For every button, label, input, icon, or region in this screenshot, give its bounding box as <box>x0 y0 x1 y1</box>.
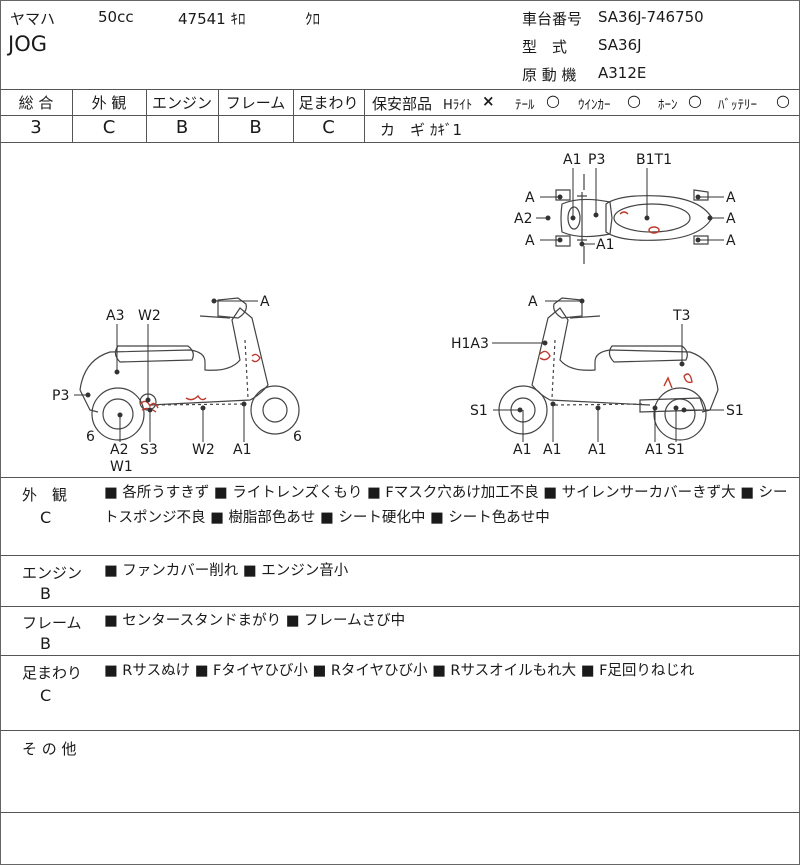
part-battery: ﾊﾞｯﾃﾘｰ <box>718 98 757 113</box>
type-value: SA36J <box>598 36 642 54</box>
section-suspension-grade: C <box>40 686 52 705</box>
section-exterior-label: 外 観 <box>22 486 68 504</box>
divider <box>0 730 800 731</box>
section-suspension-label: 足まわり <box>22 664 83 682</box>
section-engine-label: エンジン <box>22 564 83 582</box>
top-label-a2: A2 <box>514 211 532 227</box>
right-label-s1-left: S1 <box>470 403 488 419</box>
left-label-a2: A2 <box>110 442 128 458</box>
divider <box>0 115 800 116</box>
engine-label: エンジン <box>151 94 212 112</box>
section-other-label: そ の 他 <box>22 740 77 758</box>
divider <box>0 655 800 656</box>
right-label-h1a3: H1A3 <box>451 336 489 352</box>
section-frame-notes: ■ センタースタンドまがり ■ フレームさび中 <box>104 613 406 629</box>
parts-title: 保安部品 <box>372 95 433 113</box>
left-label-a3: A3 <box>106 308 124 324</box>
damage-diagram: A1 P3 B1T1 A A2 A A1 A A A A A3 W2 P3 6 … <box>52 152 744 475</box>
model-name: JOG <box>8 32 47 56</box>
top-label-a-right-3: A <box>726 233 736 249</box>
right-label-s1-right: S1 <box>726 403 744 419</box>
left-label-6-rear: 6 <box>293 429 302 445</box>
part-headlight: Hﾗｲﾄ <box>443 98 473 113</box>
top-label-p3: P3 <box>588 152 605 168</box>
part-winker: ｳｲﾝｶｰ <box>578 98 611 113</box>
overall-grade: 3 <box>30 117 42 138</box>
suspension-label: 足まわり <box>298 94 359 112</box>
type-label: 型 式 <box>522 38 568 56</box>
section-exterior-grade: C <box>40 508 52 527</box>
top-label-a-right-2: A <box>726 211 736 227</box>
left-label-w2-bottom: W2 <box>192 442 215 458</box>
left-label-p3: P3 <box>52 388 69 404</box>
section-frame-label: フレーム <box>22 614 82 632</box>
right-label-a1-3: A1 <box>588 442 606 458</box>
overall-label: 総 合 <box>18 94 54 112</box>
chassis-value: SA36J-746750 <box>598 8 704 26</box>
section-exterior-notes: ■ 各所うすきず ■ ライトレンズくもり ■ Fマスク穴あけ加工不良 ■ サイレ… <box>104 485 788 526</box>
right-label-t3: T3 <box>672 308 690 324</box>
right-label-a1-1: A1 <box>513 442 531 458</box>
top-label-b1t1: B1T1 <box>636 152 672 168</box>
chassis-label: 車台番号 <box>522 10 583 28</box>
suspension-grade: C <box>322 117 335 138</box>
divider <box>146 89 147 142</box>
divider <box>72 89 73 142</box>
color: ｸﾛ <box>305 10 321 28</box>
left-label-a1: A1 <box>233 442 251 458</box>
left-label-s3: S3 <box>140 442 158 458</box>
engine-model-label: 原 動 機 <box>522 66 577 84</box>
right-label-a1-2: A1 <box>543 442 561 458</box>
top-label-a-left-2: A <box>525 233 535 249</box>
left-label-w2-top: W2 <box>138 308 161 324</box>
left-label-6-front: 6 <box>86 429 95 445</box>
part-horn: ﾎｰﾝ <box>658 98 678 113</box>
key-value: ｶｷﾞ1 <box>430 121 463 139</box>
divider <box>0 142 800 143</box>
maker: ヤマハ <box>10 10 56 28</box>
part-horn-mark: ○ <box>688 91 702 110</box>
frame-label: フレーム <box>225 94 286 112</box>
divider <box>364 89 365 142</box>
divider <box>0 606 800 607</box>
right-label-a: A <box>528 294 538 310</box>
part-winker-mark: ○ <box>627 91 641 110</box>
right-label-s1-bottom: S1 <box>667 442 685 458</box>
divider <box>0 812 800 813</box>
frame-grade: B <box>249 117 262 138</box>
divider <box>0 477 800 478</box>
top-view <box>555 174 713 264</box>
top-label-a1-bottom: A1 <box>596 237 614 253</box>
divider <box>0 555 800 556</box>
left-label-w1: W1 <box>110 459 133 475</box>
divider <box>0 89 800 90</box>
displacement: 50cc <box>98 8 134 26</box>
top-label-a-right-1: A <box>726 190 736 206</box>
part-tail: ﾃｰﾙ <box>515 98 535 113</box>
section-engine-notes: ■ ファンカバー削れ ■ エンジン音小 <box>104 563 349 579</box>
section-frame-grade: B <box>40 634 51 653</box>
top-label-a1: A1 <box>563 152 581 168</box>
left-label-a: A <box>260 294 270 310</box>
part-battery-mark: ○ <box>776 91 790 110</box>
divider <box>293 89 294 142</box>
key-label: カ ギ <box>380 121 426 139</box>
engine-grade: B <box>175 117 189 138</box>
right-label-a1-4: A1 <box>645 442 663 458</box>
section-engine-grade: B <box>40 584 51 603</box>
divider <box>218 89 219 142</box>
mileage: 47541 ｷﾛ <box>178 10 246 28</box>
engine-model-value: A312E <box>598 64 647 82</box>
part-headlight-mark: × <box>482 92 495 110</box>
exterior-grade: C <box>102 117 116 138</box>
exterior-label: 外 観 <box>91 94 127 112</box>
part-tail-mark: ○ <box>546 91 560 110</box>
top-label-a-left-1: A <box>525 190 535 206</box>
section-suspension-notes: ■ Rサスぬけ ■ Fタイヤひび小 ■ Rタイヤひび小 ■ Rサスオイルもれ大 … <box>104 663 695 679</box>
